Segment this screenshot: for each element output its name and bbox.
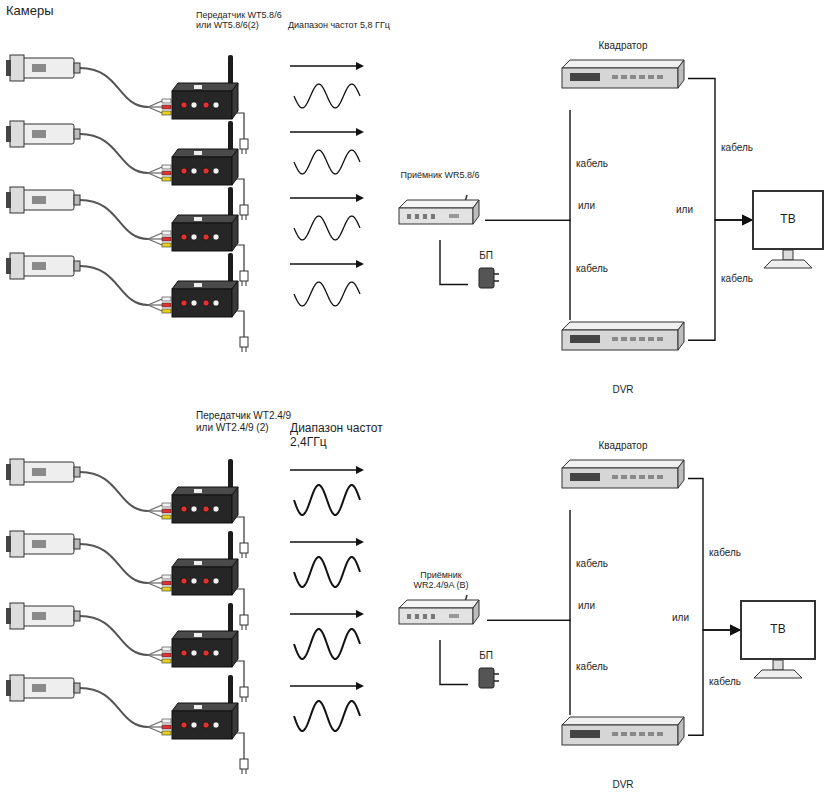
node-label: DVR xyxy=(612,779,633,791)
radio-wave xyxy=(290,610,364,659)
or-label: или xyxy=(578,600,608,612)
receiver-device xyxy=(399,595,479,624)
camera xyxy=(6,121,80,147)
heading: Камеры xyxy=(6,4,96,19)
camera-cable xyxy=(80,544,171,591)
tv-monitor: ТВ xyxy=(740,600,816,660)
camera xyxy=(6,55,80,81)
cable-connector xyxy=(487,510,570,620)
edge-label: кабель xyxy=(707,547,743,559)
node-label: ТВ xyxy=(770,623,785,637)
radio-wave xyxy=(290,62,364,108)
transmitter-label: Передатчик WT2.4/9 или WT2.4/9 (2) xyxy=(196,410,296,433)
receiver: Приёмник WR2.4/9A (B) xyxy=(395,570,487,640)
transmitter xyxy=(172,253,248,352)
node-label: Приёмник WR2.4/9A (B) xyxy=(399,570,483,591)
or-label: или xyxy=(578,200,608,212)
camera-cable xyxy=(80,472,171,519)
camera xyxy=(6,187,80,213)
camera-cable xyxy=(80,200,171,247)
camera xyxy=(6,675,80,701)
camera xyxy=(6,459,80,485)
dvr-device xyxy=(562,322,684,350)
edge-label: кабель xyxy=(707,676,743,688)
or-label: или xyxy=(676,204,706,216)
transmitter xyxy=(172,55,248,154)
tv-monitor: ТВ xyxy=(752,190,824,250)
camera-cable xyxy=(80,68,171,115)
node-label: Квадратор xyxy=(599,40,648,52)
quad-splitter: Квадратор xyxy=(558,40,688,110)
transmitter xyxy=(172,187,248,286)
radio-wave xyxy=(290,128,364,174)
radio-wave xyxy=(290,682,364,731)
cable-connector xyxy=(485,110,570,220)
frequency-label: Диапазон частот 5,8 ГГц xyxy=(288,20,418,30)
power-adapter xyxy=(479,668,499,688)
cable-connector xyxy=(485,220,570,320)
or-label: или xyxy=(672,612,702,624)
edge-label: кабель xyxy=(574,661,610,673)
radio-wave xyxy=(290,194,364,240)
transmitter xyxy=(172,603,248,702)
power-supply: БП xyxy=(468,650,504,698)
quad-device xyxy=(562,60,684,88)
cable-connector xyxy=(487,620,570,715)
power-adapter xyxy=(479,268,499,288)
cable-connector xyxy=(440,640,468,685)
transmitter xyxy=(172,459,248,558)
dvr-device xyxy=(562,717,684,745)
cable-connector xyxy=(440,240,468,285)
node-label: DVR xyxy=(612,384,633,396)
dvr: DVR xyxy=(558,320,688,395)
transmitter xyxy=(172,121,248,220)
edge-label: кабель xyxy=(719,142,755,154)
camera-cable xyxy=(80,266,171,313)
node-label: БП xyxy=(479,650,493,662)
edge-label: кабель xyxy=(574,558,610,570)
quad-splitter: Квадратор xyxy=(558,440,688,510)
edge-label: кабель xyxy=(719,273,755,285)
quad-device xyxy=(562,460,684,488)
radio-wave xyxy=(290,538,364,587)
node-label: Приёмник WR5.8/6 xyxy=(400,170,479,180)
node-label: ТВ xyxy=(780,213,795,227)
edge-label: кабель xyxy=(574,158,610,170)
edge-label: кабель xyxy=(574,263,610,275)
node-label: Квадратор xyxy=(599,440,648,452)
frequency-label: Диапазон частот 2,4ГГц xyxy=(290,422,400,450)
transmitter xyxy=(172,531,248,630)
receiver-device xyxy=(399,195,479,224)
tv-stand xyxy=(754,660,802,678)
dvr: DVR xyxy=(558,715,688,790)
tv-stand xyxy=(764,250,812,268)
transmitter-label: Передатчик WT5.8/6 или WT5.8/6(2) xyxy=(196,10,296,31)
radio-wave xyxy=(290,466,364,515)
camera xyxy=(6,603,80,629)
node-label: БП xyxy=(479,250,493,262)
camera xyxy=(6,531,80,557)
transmitter xyxy=(172,675,248,774)
receiver: Приёмник WR5.8/6 xyxy=(395,170,485,240)
power-supply: БП xyxy=(468,250,504,298)
camera-cable xyxy=(80,134,171,181)
camera-cable xyxy=(80,616,171,663)
camera-cable xyxy=(80,688,171,735)
radio-wave xyxy=(290,260,364,306)
camera xyxy=(6,253,80,279)
